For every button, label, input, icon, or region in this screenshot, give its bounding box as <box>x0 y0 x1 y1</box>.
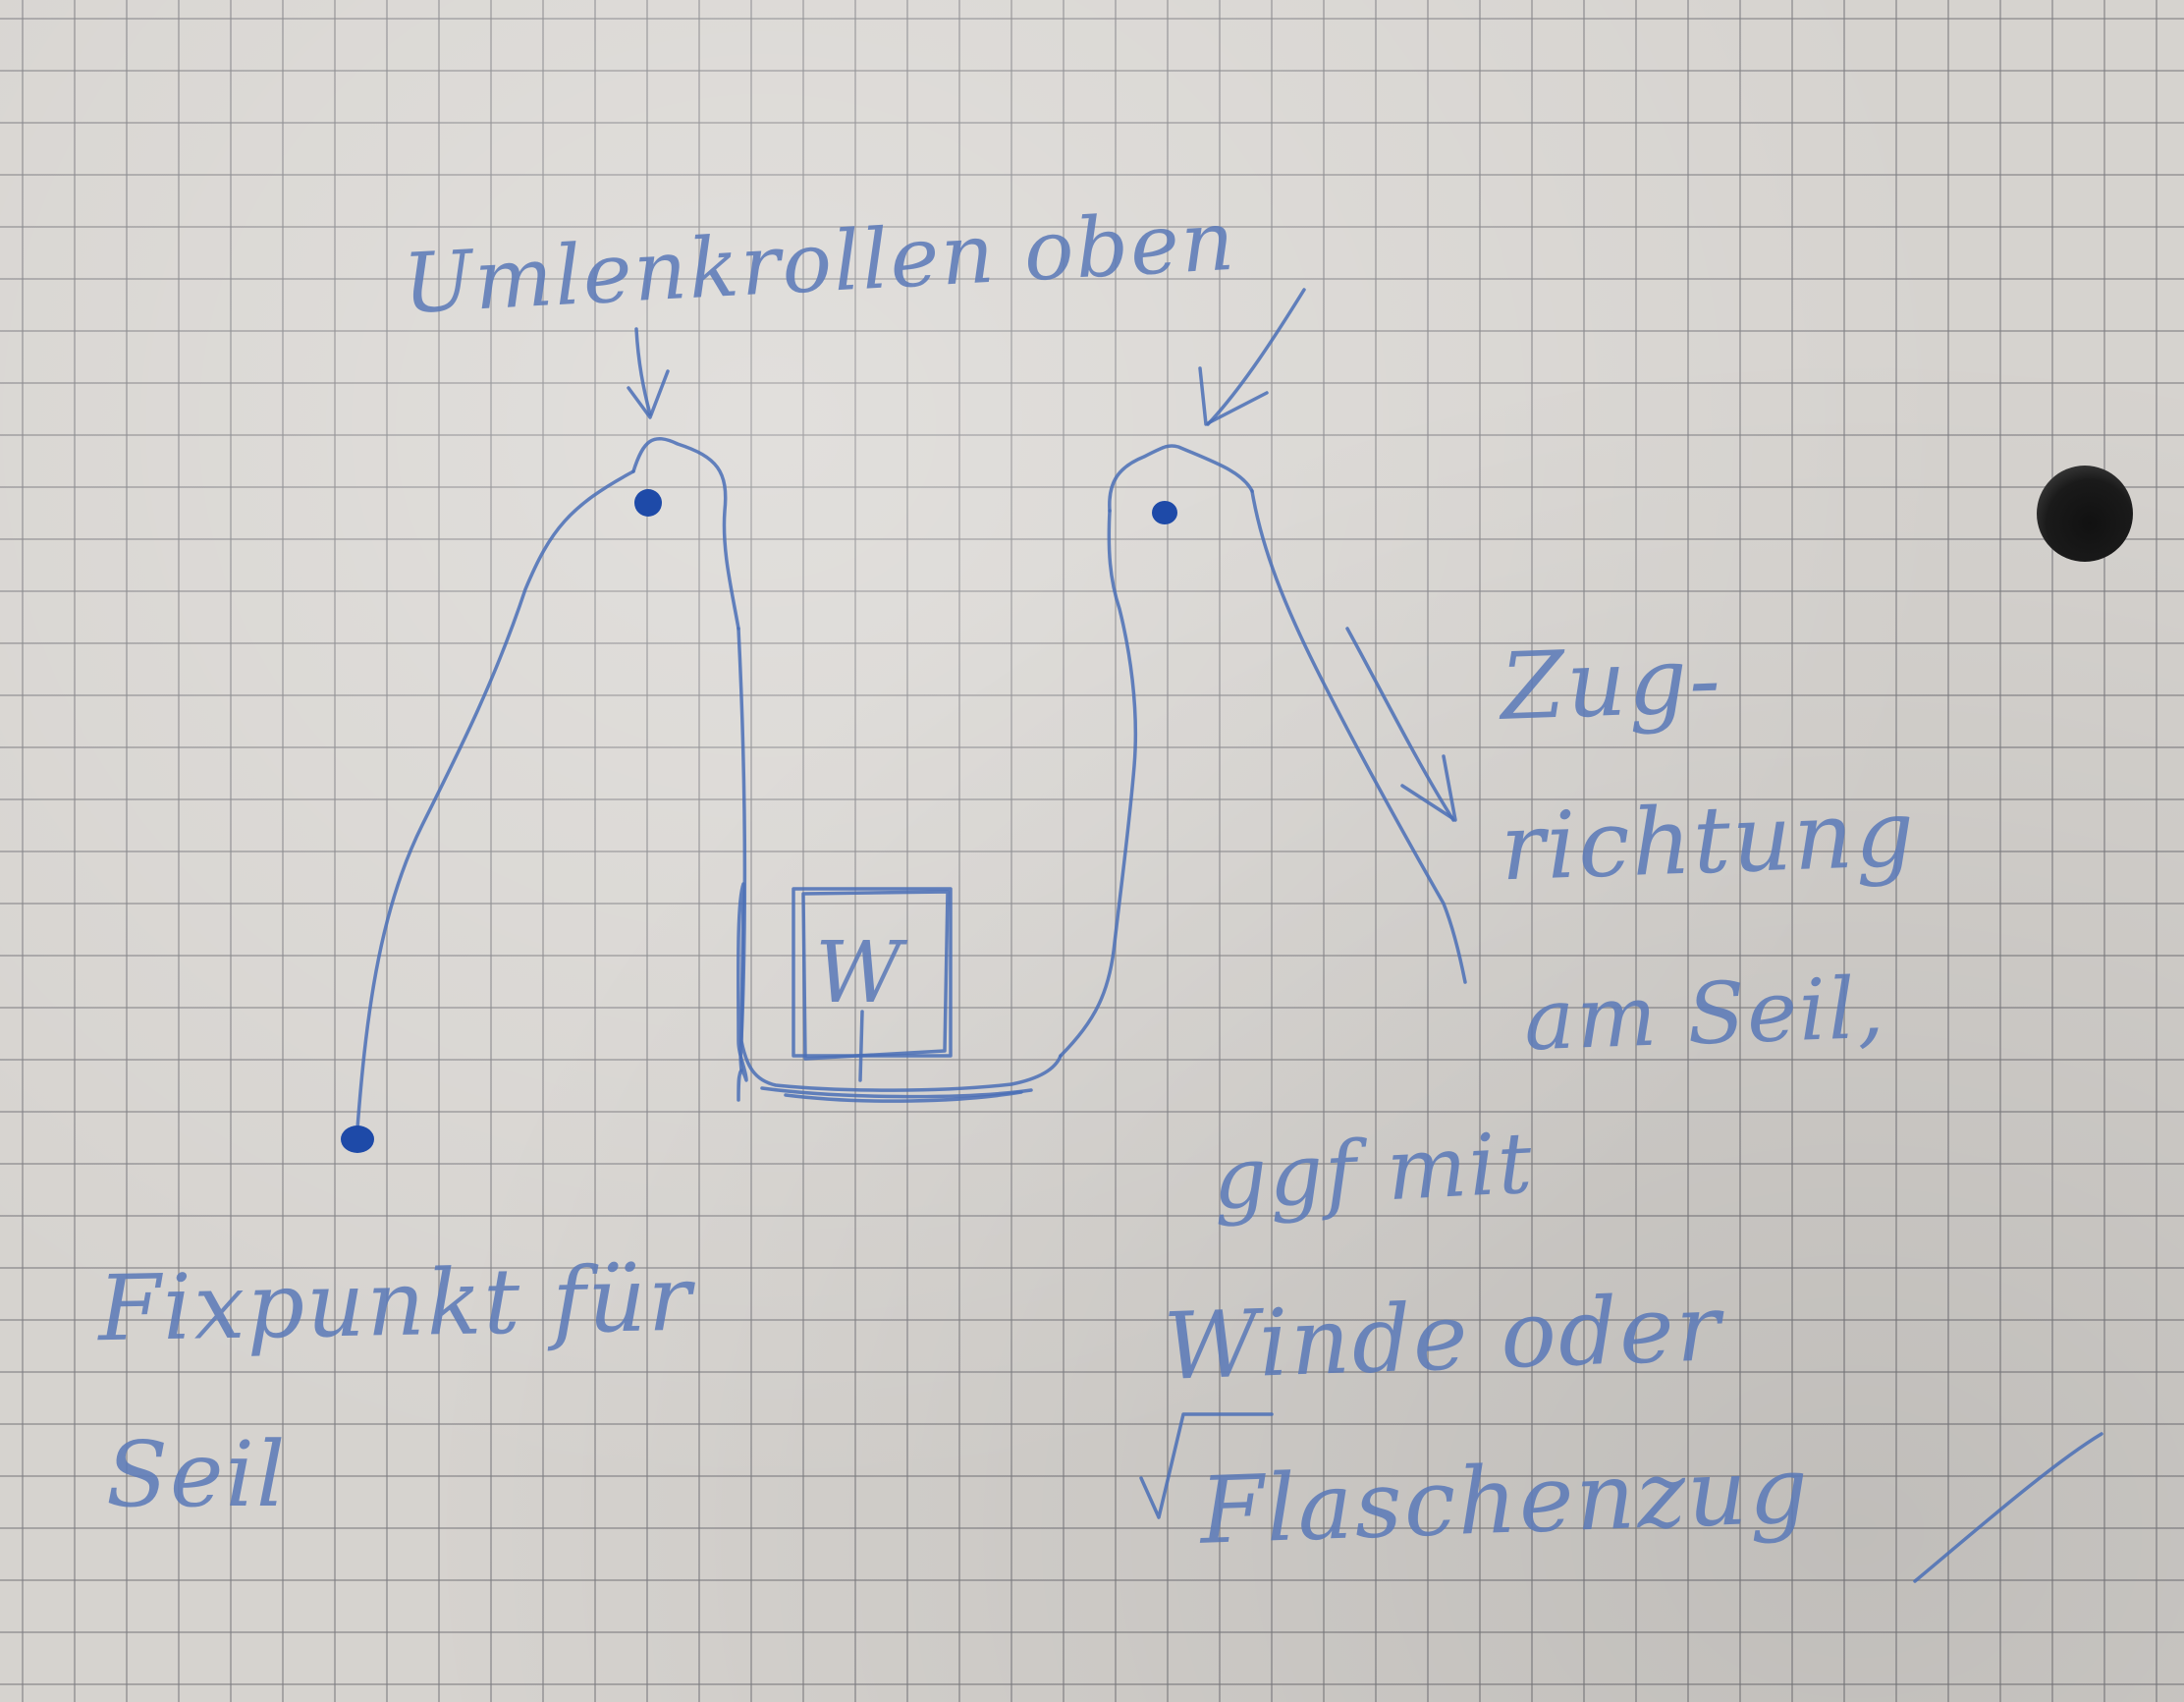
label-pull-line5: Winde oder <box>1162 1275 1724 1401</box>
label-fixed-point-line2: Seil <box>106 1422 288 1527</box>
label-fixed-point-line1: Fixpunkt für <box>97 1245 694 1362</box>
pointer-arrow-right-shaft <box>1206 288 1306 426</box>
pointer-arrow-right-head <box>1198 366 1269 426</box>
label-pull-line6: Flaschenzug <box>1198 1437 1812 1565</box>
weight-hook-line <box>858 1010 864 1082</box>
pointer-arrow-left-head <box>627 369 670 419</box>
pointer-arrow-left-shaft <box>634 327 652 416</box>
label-weight-letter: W <box>815 924 904 1022</box>
label-pull-line4: ggf mit <box>1210 1114 1537 1230</box>
rope-right-pull <box>1250 489 1467 984</box>
weight-box-inner <box>801 890 950 1061</box>
label-pull-line1: Zug- <box>1499 627 1724 741</box>
label-pull-line2: richtung <box>1499 780 1918 903</box>
pulley-left-dot <box>634 489 662 517</box>
rope-load-sling <box>736 882 1063 1102</box>
fixed-point-dot <box>341 1126 374 1153</box>
check-mark <box>1139 1412 1274 1519</box>
punch-hole <box>2037 466 2133 562</box>
rope-left-anchor <box>355 469 635 1143</box>
rope-right-vertical <box>1059 509 1138 1058</box>
pulley-right-dot <box>1152 501 1177 524</box>
label-pull-line3: am Seil, <box>1522 959 1887 1071</box>
rope-load-bottom-2 <box>784 1090 1023 1103</box>
pull-direction-arrow-shaft <box>1345 627 1455 822</box>
flourish-tail <box>1913 1432 2103 1583</box>
pull-direction-arrow-head <box>1400 754 1457 822</box>
rope-right-pulley-wrap <box>1108 444 1254 513</box>
rope-left-pulley-wrap <box>631 437 740 631</box>
